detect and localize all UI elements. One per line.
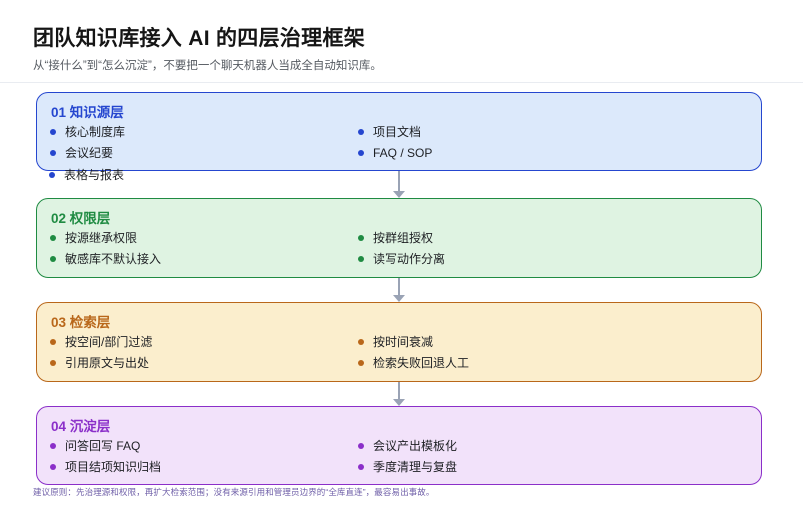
bullet-label: 项目文档: [373, 125, 422, 139]
bullet-dot-icon: [358, 464, 364, 470]
bullet-item: 核心制度库: [49, 122, 379, 143]
arrow-head: [393, 399, 405, 406]
layer-card-04[interactable]: 04 沉淀层问答回写 FAQ 项目结项知识归档 会议产出模板化季度清理与复盘: [36, 406, 762, 485]
bullet-dot-icon: [50, 339, 56, 345]
arrow-stem: [398, 382, 400, 399]
bullet-label: 会议纪要: [65, 146, 114, 160]
bullet-dot-icon: [50, 360, 56, 366]
arrow-head: [393, 191, 405, 198]
bullet-dot-icon: [358, 339, 364, 345]
layer-heading: 02 权限层: [51, 211, 111, 226]
bullet-dot-icon: [358, 235, 364, 241]
bullet-item: 引用原文与出处: [49, 353, 379, 374]
bullet-dot-icon: [50, 150, 56, 156]
layer-column-right: 按群组授权读写动作分离: [357, 228, 737, 270]
bullet-label: 按空间/部门过滤: [65, 335, 153, 349]
bullet-item: 项目文档: [357, 122, 737, 143]
header-divider: [0, 82, 803, 83]
bullet-label: 按群组授权: [373, 231, 434, 245]
layer-column-right: 会议产出模板化季度清理与复盘: [357, 436, 737, 478]
bullet-item: 敏感库不默认接入: [49, 249, 379, 270]
bullet-item: 会议纪要: [49, 143, 379, 164]
bullet-dot-icon: [358, 256, 364, 262]
layer-card-02[interactable]: 02 权限层按源继承权限敏感库不默认接入按群组授权读写动作分离: [36, 198, 762, 278]
bullet-dot-icon: [50, 464, 56, 470]
layer-column-left: 核心制度库会议纪要: [49, 122, 379, 164]
layer-column-left: 按空间/部门过滤引用原文与出处: [49, 332, 379, 374]
bullet-item: 读写动作分离: [357, 249, 737, 270]
bullet-label: 读写动作分离: [373, 252, 446, 266]
bullet-label: 引用原文与出处: [65, 356, 150, 370]
bullet-dot-icon: [358, 129, 364, 135]
arrow-head: [393, 295, 405, 302]
bullet-item: 会议产出模板化: [357, 436, 737, 457]
bullet-item: 问答回写 FAQ: [49, 436, 379, 457]
bullet-item: 季度清理与复盘: [357, 457, 737, 478]
bullet-item: 按时间衰减: [357, 332, 737, 353]
layer-column-left: 问答回写 FAQ 项目结项知识归档: [49, 436, 379, 478]
bullet-item: 按空间/部门过滤: [49, 332, 379, 353]
bullet-dot-icon: [358, 360, 364, 366]
layer-column-right: 按时间衰减检索失败回退人工: [357, 332, 737, 374]
bullet-label: 核心制度库: [65, 125, 126, 139]
bullet-item: FAQ / SOP: [357, 143, 737, 164]
bullet-item: 按源继承权限: [49, 228, 379, 249]
layer-heading: 04 沉淀层: [51, 419, 111, 434]
arrow-stem: [398, 278, 400, 295]
bullet-label: 按源继承权限: [65, 231, 138, 245]
bullet-dot-icon: [50, 256, 56, 262]
bullet-dot-icon: [49, 172, 55, 178]
bullet-dot-icon: [50, 235, 56, 241]
bullet-label: 季度清理与复盘: [373, 460, 458, 474]
page-title: 团队知识库接入 AI 的四层治理框架: [33, 27, 366, 50]
layer-column-left: 按源继承权限敏感库不默认接入: [49, 228, 379, 270]
bullet-item-overflow: 表格与报表: [48, 165, 124, 186]
layer-column-right: 项目文档 FAQ / SOP: [357, 122, 737, 164]
bullet-label: FAQ / SOP: [373, 146, 433, 160]
bullet-item: 检索失败回退人工: [357, 353, 737, 374]
bullet-label: 表格与报表: [64, 168, 125, 182]
bullet-dot-icon: [50, 443, 56, 449]
bullet-dot-icon: [358, 150, 364, 156]
bullet-dot-icon: [50, 129, 56, 135]
page-subtitle: 从“接什么”到“怎么沉淀”，不要把一个聊天机器人当成全自动知识库。: [33, 60, 382, 72]
bullet-label: 敏感库不默认接入: [65, 252, 162, 266]
flow-arrow-icon: [392, 382, 406, 406]
bullet-item: 按群组授权: [357, 228, 737, 249]
bullet-label: 按时间衰减: [373, 335, 434, 349]
flow-arrow-icon: [392, 278, 406, 302]
bullet-dot-icon: [358, 443, 364, 449]
bullet-item: 项目结项知识归档: [49, 457, 379, 478]
layer-heading: 01 知识源层: [51, 105, 124, 120]
arrow-stem: [398, 171, 400, 191]
bullet-label: 项目结项知识归档: [65, 460, 162, 474]
flow-arrow-icon: [392, 171, 406, 198]
bullet-label: 检索失败回退人工: [373, 356, 470, 370]
bullet-label: 会议产出模板化: [373, 439, 458, 453]
bullet-label: 问答回写 FAQ: [65, 439, 141, 453]
layer-card-03[interactable]: 03 检索层按空间/部门过滤引用原文与出处按时间衰减检索失败回退人工: [36, 302, 762, 382]
layer-heading: 03 检索层: [51, 315, 111, 330]
footnote: 建议原则：先治理源和权限，再扩大检索范围；没有来源引用和管理员边界的“全库直连”…: [33, 487, 435, 497]
